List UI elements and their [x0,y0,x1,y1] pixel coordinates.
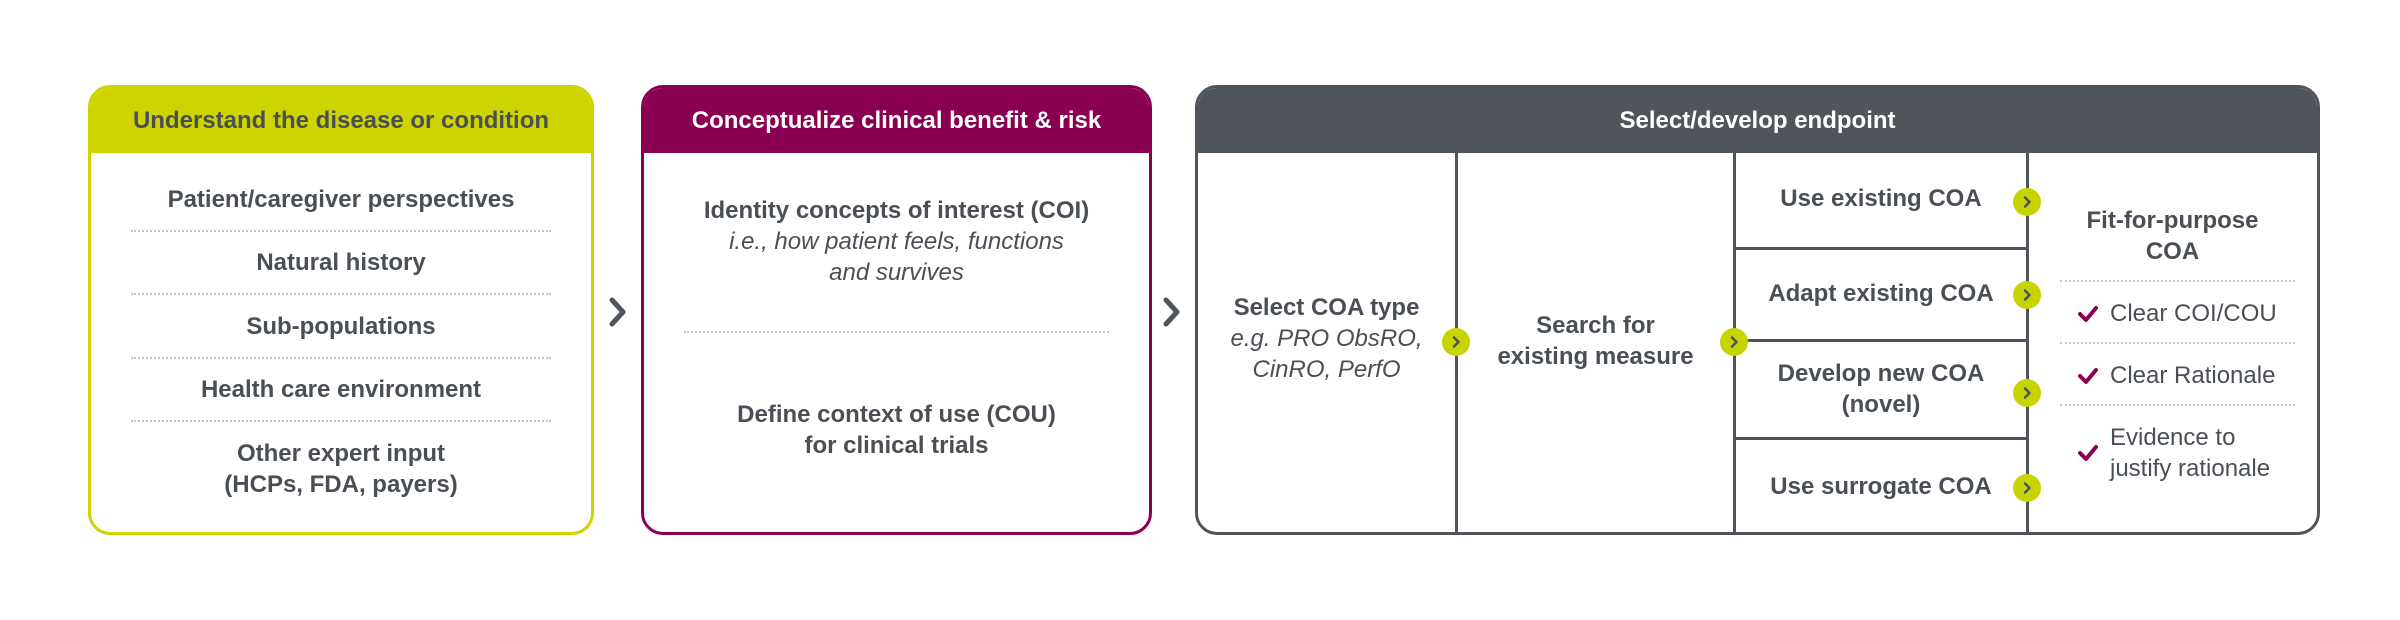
circle-chevron-right-icon [1720,328,1748,356]
chevron-right-icon [1163,297,1180,327]
column-divider [2026,153,2029,532]
option-use-existing: Use existing COA [1780,185,1982,212]
list-item: Natural history [131,232,551,295]
checkmark-icon [2078,305,2098,322]
option-use-surrogate: Use surrogate COA [1770,473,1992,500]
circle-chevron-right-icon [2013,188,2041,216]
divider [2060,404,2295,406]
divider [2060,280,2295,282]
checklist-item: Evidence to justify rationale [2078,422,2295,484]
panel-select-endpoint: Select/develop endpoint Select COA type … [1195,85,2320,535]
row-divider [1733,247,2029,250]
panel-conceptualize-benefit: Conceptualize clinical benefit & risk Id… [641,85,1152,535]
list-item: Patient/caregiver perspectives [131,168,551,232]
coi-block: Identity concepts of interest (COI) i.e.… [703,197,1090,286]
cou-block: Define context of use (COU) for clinical… [737,401,1056,459]
row-divider [1733,437,2029,440]
row-divider [1733,339,2029,342]
list-item: Other expert input (HCPs, FDA, payers) [224,440,458,498]
circle-chevron-right-icon [2013,379,2041,407]
option-develop-new: Develop new COA (novel) [1777,360,1985,418]
select-coa-type: Select COA type e.g. PRO ObsRO, CinRO, P… [1230,294,1423,383]
checkmark-icon [2078,367,2098,384]
option-adapt-existing: Adapt existing COA [1768,280,1994,307]
checklist-item: Clear COI/COU [2078,298,2295,329]
checklist-item: Clear Rationale [2078,360,2295,391]
checkmark-icon [2078,445,2098,461]
panel-understand-disease: Understand the disease or condition Pati… [88,85,594,535]
divider [684,331,1109,333]
fit-for-purpose-title: Fit-for-purpose COA [2086,207,2259,265]
list-item: Health care environment [131,359,551,422]
circle-chevron-right-icon [1442,328,1470,356]
panel-header: Understand the disease or condition [91,88,591,153]
panel-header: Conceptualize clinical benefit & risk [644,88,1149,153]
search-existing-measure: Search for existing measure [1497,312,1694,370]
disease-factors-list: Patient/caregiver perspectives Natural h… [131,168,551,516]
circle-chevron-right-icon [2013,474,2041,502]
list-item: Sub-populations [131,295,551,359]
divider [2060,342,2295,344]
circle-chevron-right-icon [2013,281,2041,309]
chevron-right-icon [609,297,626,327]
panel-header: Select/develop endpoint [1198,88,2317,153]
